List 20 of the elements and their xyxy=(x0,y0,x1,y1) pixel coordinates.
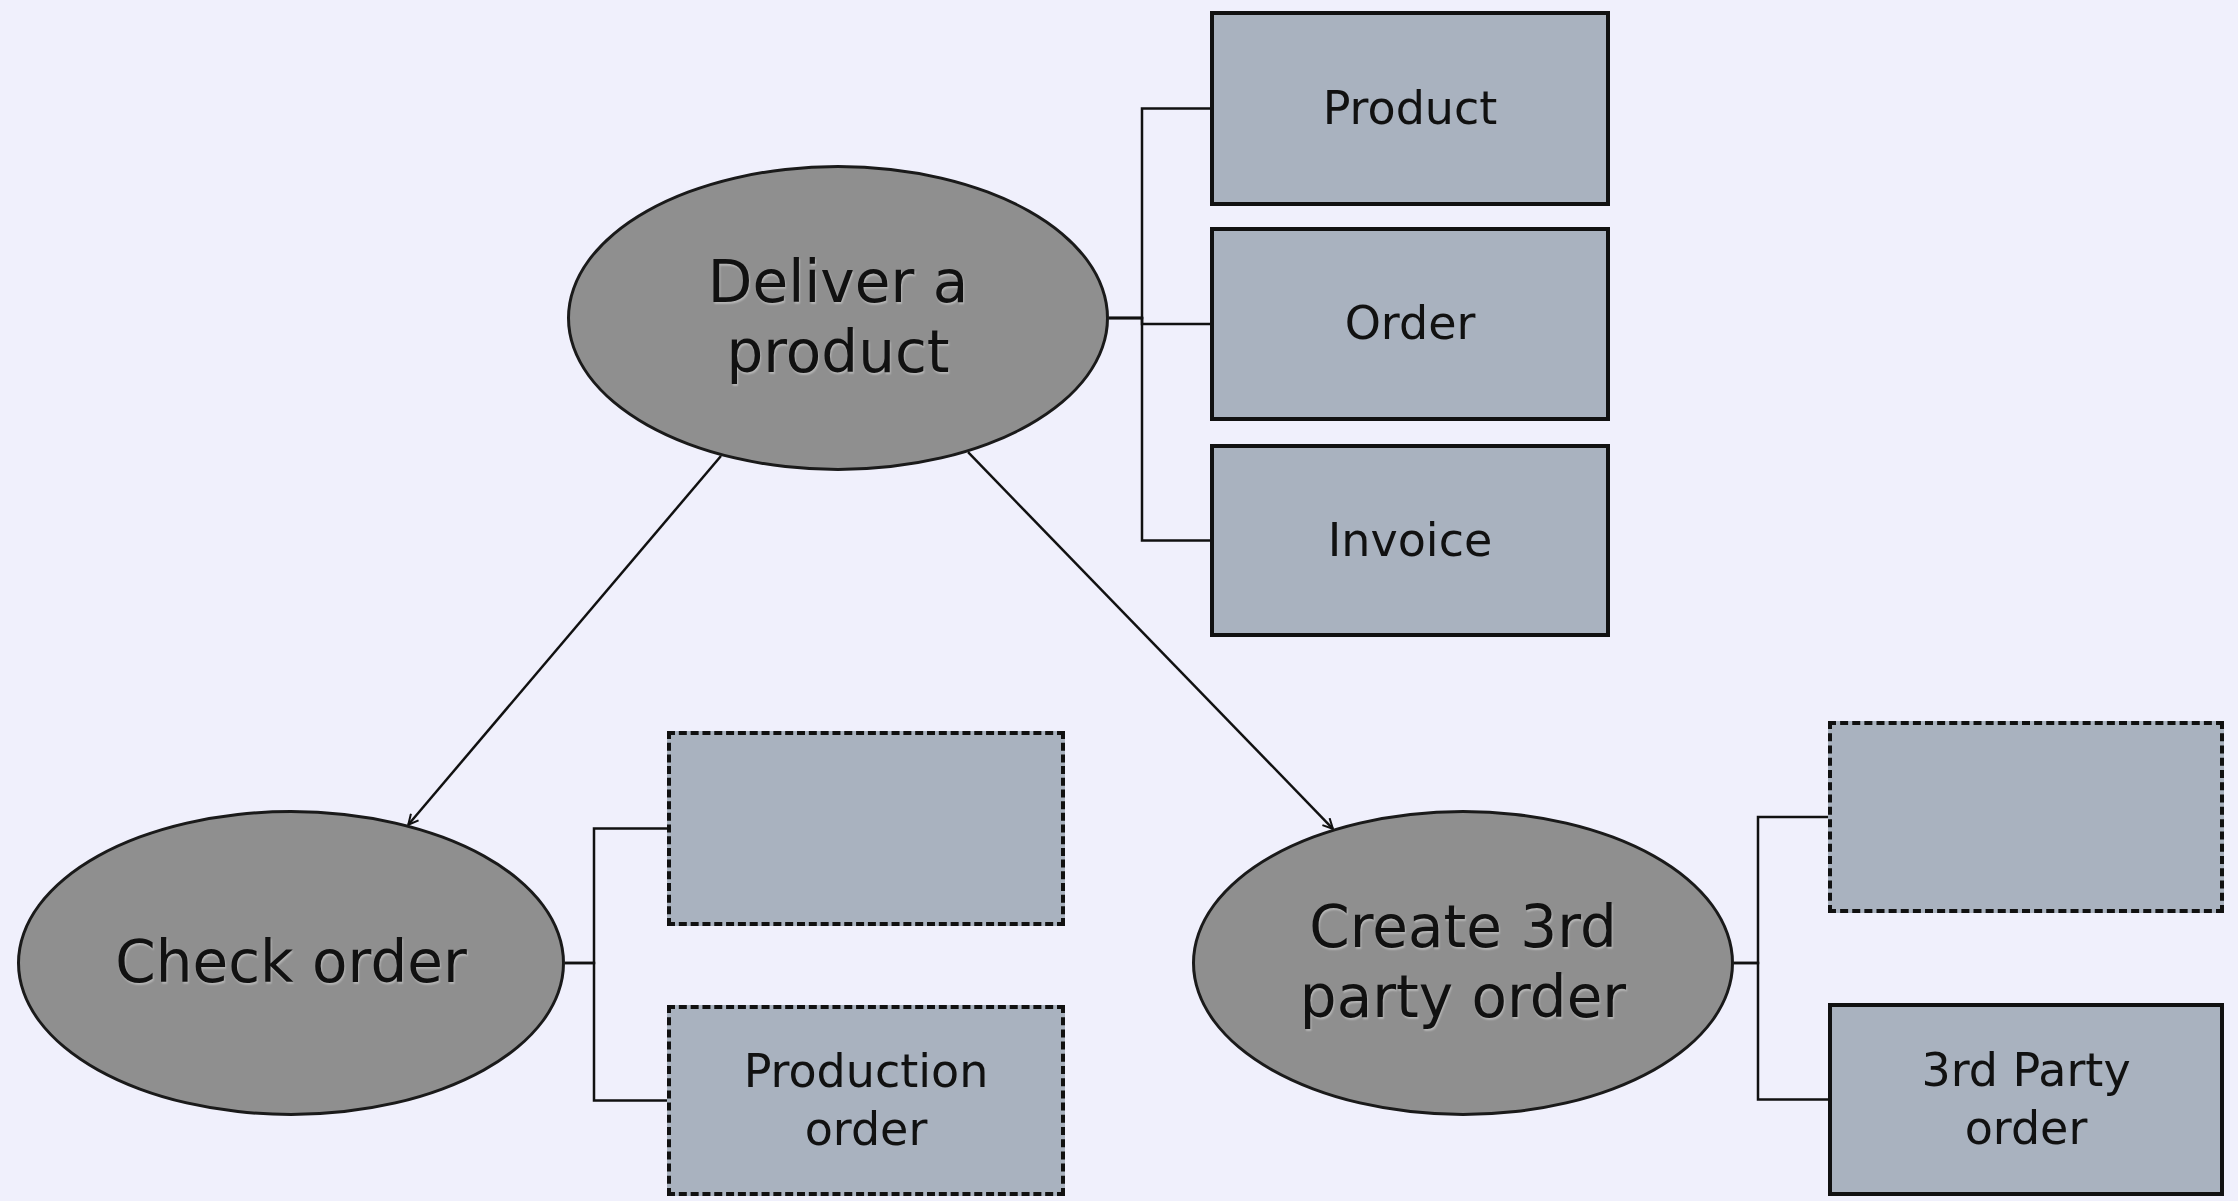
data-box xyxy=(1210,11,1610,206)
empty-box xyxy=(667,731,1065,926)
node-label: 3rd Party order xyxy=(1920,1042,2132,1157)
empty-box xyxy=(1828,721,2224,913)
data-box xyxy=(1828,1003,2224,1196)
arrow xyxy=(967,451,1334,830)
data-box xyxy=(667,1005,1065,1196)
node-label: Order xyxy=(1344,295,1476,353)
data-box xyxy=(1210,227,1610,421)
node-label: Check order xyxy=(115,928,467,998)
node-label: Deliver a product xyxy=(706,248,970,388)
connector-line xyxy=(565,961,667,1102)
connector-line xyxy=(1109,316,1210,542)
arrow xyxy=(407,455,722,826)
node-label: Production order xyxy=(742,1043,990,1158)
connector-line xyxy=(1734,961,1828,1101)
node-label: Create 3rd party order xyxy=(1298,893,1628,1033)
data-box xyxy=(1210,444,1610,637)
node-label: Invoice xyxy=(1327,511,1493,569)
node-label: Product xyxy=(1322,79,1498,137)
